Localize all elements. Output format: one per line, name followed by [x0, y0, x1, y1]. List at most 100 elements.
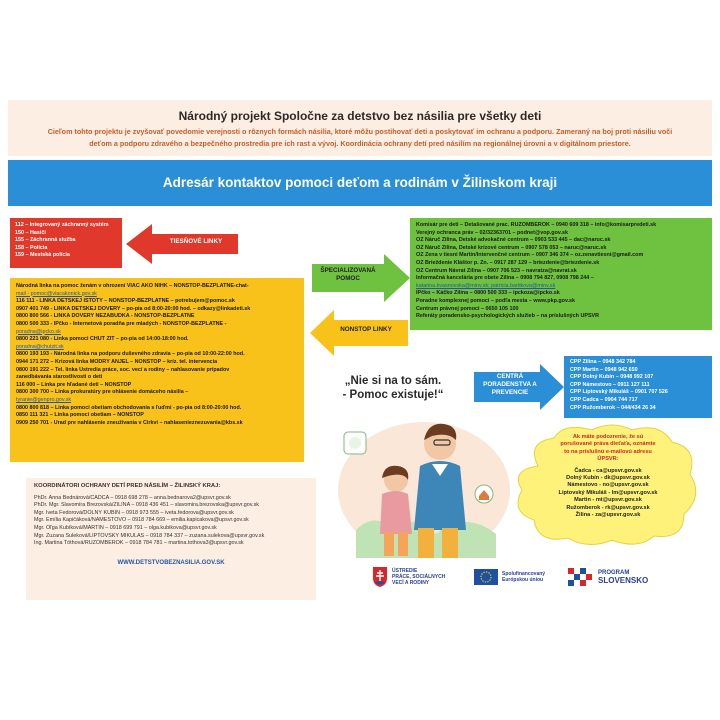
- cloud-line: Ak máte podozrenie, že sú: [572, 434, 644, 440]
- ministry-logo-line: VECÍ A RODINY: [392, 580, 430, 586]
- specialized-row: OZ Náruč Žilina, Detské krízové centrum …: [416, 244, 607, 251]
- office-email[interactable]: Ružomberok - rk@upsvr.gov.sk: [566, 504, 650, 511]
- program-logo-line: PROGRAM: [598, 570, 630, 576]
- nonstop-label: NONSTOP LINKY: [340, 326, 392, 333]
- helpline-row: 0800 800 566 - LINKA DÔVERY NEZÁBUDKA - …: [16, 313, 195, 320]
- coordinators-box: KOORDINÁTORI OCHRANY DETÍ PRED NÁSILÍM –…: [26, 478, 316, 600]
- specialized-row: Referáty poradensko-psychologických služ…: [416, 313, 600, 320]
- specialized-row: OZ Centrum Návrat Žilina – 0907 706 523 …: [416, 267, 577, 274]
- office-email[interactable]: Martin - mt@upsvr.gov.sk: [574, 497, 642, 504]
- helpline-row: Národná linka na pomoc ženám v ohrození …: [16, 283, 249, 289]
- helpline-row: 0800 500 333 - IPčko - Internetová porad…: [16, 320, 227, 327]
- office-email[interactable]: Liptovský Mikuláš - lm@upsvr.gov.sk: [558, 489, 658, 496]
- coordinator-row: PhDr. Anna Bednárová/ČADCA – 0918 698 27…: [34, 494, 231, 501]
- helpline-row[interactable]: mail - pomoc@viacakonick.gov.sk: [16, 290, 97, 297]
- specialized-label: ŠPECIALIZOVANÁ POMOC: [320, 267, 376, 282]
- cpp-row: CPP Dolný Kubín – 0948 992 107: [570, 374, 654, 381]
- coordinator-row: PhDr. Mgr. Slavomíra Brezovská/ŽILINA – …: [34, 502, 259, 509]
- specialized-row: IPčko – Káčko Žilina – 0800 500 333 – ip…: [416, 290, 560, 297]
- nonstop-arrow-icon: [310, 310, 408, 356]
- cpp-row: CPP Martin – 0948 942 650: [570, 366, 638, 373]
- family-illustration: [338, 422, 510, 558]
- specialized-row: OZ Brieždenie Kláštor p. Zn. – 0917 287 …: [416, 259, 600, 266]
- eu-flag-icon: [474, 569, 498, 585]
- directory-banner: Adresár kontaktov pomoci deťom a rodinám…: [8, 160, 712, 206]
- coordinator-row: Mgr. Zuzana Šuleková/LIPTOVSKÝ MIKULÁŠ –…: [34, 532, 265, 539]
- helpline-row: 0800 191 222 – Tel. linka Ústredia práce…: [16, 366, 230, 373]
- specialized-row: Centrum právnej pomoci – 0650 105 100: [416, 305, 519, 312]
- coat-of-arms-icon: [373, 567, 387, 587]
- emergency-arrow-icon: [126, 224, 238, 264]
- project-title: Národný projekt Spoločne za detstvo bez …: [178, 109, 542, 123]
- partner-logos: ÚSTREDIE PRÁCE, SOCIÁLNYCH VECÍ A RODINY…: [372, 560, 712, 594]
- helpline-row: 0944 171 272 – Krízová linka MODRÝ ANJEL…: [16, 358, 218, 365]
- specialized-row: Informačná kancelária pre obete Žilina –…: [416, 275, 594, 282]
- centers-label: CENTRÁ PORADENSTVA A PREVENCIE: [483, 373, 537, 396]
- helpline-row[interactable]: poradna@ipcko.sk: [16, 328, 61, 335]
- emergency-line: 159 – Mestská polícia: [15, 252, 70, 259]
- helpline-row: 0800 300 700 – Linka prokuratúry pre ohl…: [16, 389, 189, 396]
- quote-line-2: - Pomoc existuje!“: [342, 389, 444, 401]
- quote-line-1: „Nie si na to sám.: [344, 375, 442, 387]
- cpp-row: CPP Liptovský Mikuláš – 0901 707 526: [570, 389, 668, 396]
- project-intro: Cieľom tohto projektu je zvyšovať povedo…: [18, 126, 702, 150]
- cpp-row: CPP Ružomberok – 044/434 26 34: [570, 404, 656, 411]
- specialized-arrow-icon: [312, 254, 410, 302]
- emergency-label: TIESŇOVÉ LINKY: [169, 238, 223, 245]
- coordinator-row: Mgr. Emília Kapičáková/NÁMESTOVO – 0918 …: [34, 517, 249, 524]
- report-cloud-text: Ak máte podozrenie, že sú porušované prá…: [532, 434, 684, 544]
- cloud-line: ÚPSVR:: [597, 456, 619, 463]
- quote-text: „Nie si na to sám. - Pomoc existuje!“: [328, 374, 458, 402]
- helpline-row[interactable]: tyranie@genpro.gov.sk: [16, 396, 72, 403]
- coordinator-row: Mgr. Iveta Fedorová/DOLNÝ KUBÍN – 0918 9…: [34, 509, 234, 516]
- specialized-row[interactable]: katarina.kvasnovska@minv.sk; patricia.ba…: [416, 282, 556, 289]
- cloud-line: porušované práva dieťaťa, oznámte: [560, 441, 656, 448]
- emergency-line: 112 – Integrovaný záchranný systém: [15, 222, 109, 228]
- helpline-row[interactable]: poradna@chutzit.sk: [16, 343, 64, 350]
- ministry-logo: ÚSTREDIE PRÁCE, SOCIÁLNYCH VECÍ A RODINY: [372, 560, 445, 594]
- ministry-logo-line: ÚSTREDIE: [392, 568, 418, 574]
- emergency-line: 155 – Záchranná služba: [15, 237, 76, 244]
- eu-logo: Spolufinancovaný Európskou úniou: [474, 560, 545, 594]
- helpline-row: 0800 221 080 - Linka pomoci CHUŤ ŽIŤ – p…: [16, 336, 189, 343]
- intro-line-2: deťom a podporu zdravého a bezpečného pr…: [89, 139, 631, 148]
- coordinator-row: Ing. Martina Tóthová/RUŽOMBEROK – 0918 7…: [34, 540, 244, 547]
- specialized-row: OZ Náruč Žilina, Detské advokačné centru…: [416, 237, 611, 244]
- emergency-line: 158 – Polícia: [15, 244, 48, 251]
- helpline-row: 0907 401 749 - LINKA DETSKEJ DÔVERY – po…: [16, 305, 251, 312]
- website-link[interactable]: WWW.DETSTVOBEZNASILIA.GOV.SK: [117, 559, 225, 566]
- report-cloud-shape: [517, 424, 697, 545]
- program-checker-icon: [568, 568, 592, 586]
- program-logo: PROGRAM SLOVENSKO: [568, 560, 648, 594]
- specialized-row: Verejný ochranca práv – 02/32363701 – po…: [416, 229, 568, 236]
- specialized-help-box: Komisár pre deti – Detašované prac. RUŽO…: [410, 218, 712, 330]
- cpp-row: CPP Žilina – 0948 342 784: [570, 359, 636, 365]
- helpline-row: 0850 111 321 – Linka pomoci obetiam – NO…: [16, 412, 144, 419]
- coordinators-title: KOORDINÁTORI OCHRANY DETÍ PRED NÁSILÍM –…: [34, 483, 221, 489]
- office-email[interactable]: Čadca - ca@upsvr.gov.sk: [574, 467, 642, 474]
- header-section: Národný projekt Spoločne za detstvo bez …: [8, 100, 712, 156]
- office-email[interactable]: Námestovo - no@upsvr.gov.sk: [567, 482, 649, 489]
- cloud-line: to na príslušnú e-mailovú adresu: [564, 448, 652, 455]
- emergency-lines-box: 112 – Integrovaný záchranný systém 150 –…: [10, 218, 122, 268]
- nonstop-lines-box: Národná linka na pomoc ženám v ohrození …: [10, 278, 304, 462]
- helpline-row: 116 000 – Linka pre hľadané deti – NONST…: [16, 381, 132, 388]
- helpline-row: zanedbávania starostlivosti o deti: [16, 374, 103, 381]
- centers-list-box: CPP Žilina – 0948 342 784 CPP Martin – 0…: [564, 356, 712, 418]
- specialized-row: OZ Žena v tiesni Martin/Intervenčné cent…: [416, 252, 644, 259]
- eu-logo-line: Európskou úniou: [502, 577, 544, 583]
- centers-arrow-icon: [474, 364, 564, 410]
- office-email[interactable]: Dolný Kubín - dk@upsvr.gov.sk: [566, 475, 650, 482]
- helpline-row: 0909 250 701 - Úrad pre nahlásenie zneuž…: [16, 419, 243, 426]
- emergency-line: 150 – Hasiči: [15, 229, 46, 236]
- specialized-row: Komisár pre deti – Detašované prac. RUŽO…: [416, 222, 657, 228]
- helpline-row: 116 111 - LINKA DETSKEJ ISTOTY – NONSTOP…: [16, 298, 235, 305]
- intro-line-1: Cieľom tohto projektu je zvyšovať povedo…: [47, 127, 673, 136]
- cpp-row: CPP Čadca – 0904 744 717: [570, 396, 638, 403]
- office-email[interactable]: Žilina - za@upsvr.gov.sk: [575, 512, 641, 519]
- eu-logo-line: Spolufinancovaný: [502, 571, 546, 577]
- specialized-row: Poradne komplexnej pomoci – podľa mesta …: [416, 297, 576, 304]
- cpp-row: CPP Námestovo – 0911 127 111: [570, 381, 650, 388]
- helpline-row: 0800 800 818 – Linka pomoci obetiam obch…: [16, 404, 242, 411]
- ministry-logo-line: PRÁCE, SOCIÁLNYCH: [392, 574, 446, 580]
